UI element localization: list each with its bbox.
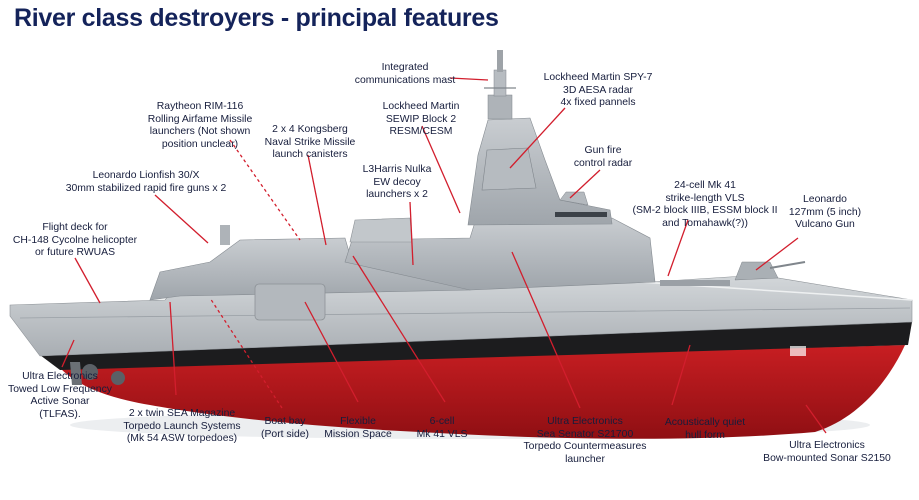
mast-upper [493, 69, 507, 97]
propeller-starboard [111, 371, 125, 385]
label-sea-sentor: Ultra Electronics Sea Senator S21700 Tor… [523, 416, 647, 465]
label-spy7: Lockheed Martin SPY-7 3D AESA radar 4x f… [543, 72, 653, 109]
mast-top [497, 50, 503, 72]
spy7-radar-face [481, 147, 537, 191]
label-vulcano: Leonardo 127mm (5 inch) Vulcano Gun [788, 194, 862, 231]
label-vls6: 6-cell Mk 41 VLS [416, 416, 468, 440]
mast-base [487, 94, 513, 120]
label-sewip: Lockheed Martin SEWIP Block 2 RESM/CESM [382, 101, 460, 138]
bridge-windows [555, 212, 607, 217]
label-nulka: L3Harris Nulka EW decoy launchers x 2 [362, 164, 432, 201]
bow-marking [790, 346, 806, 356]
rudder [70, 362, 82, 385]
label-lionfish: Leonardo Lionfish 30/X 30mm stabilized r… [65, 170, 227, 194]
page-title: River class destroyers - principal featu… [14, 4, 499, 32]
label-mission-space: Flexible Mission Space [324, 416, 392, 440]
mission-bay-door [254, 283, 326, 321]
propeller-port [82, 364, 98, 380]
label-flight-deck: Flight deck for CH-148 Cycolne helicopte… [12, 222, 138, 259]
funnel [349, 217, 413, 243]
gun-barrel [769, 261, 806, 269]
label-nsm: 2 x 4 Kongsberg Naval Strike Missile lau… [264, 124, 356, 161]
label-comm-mast: Integrated communications mast [354, 62, 456, 86]
label-bow-sonar: Ultra Electronics Bow-mounted Sonar S215… [763, 440, 891, 464]
label-torpedo: 2 x twin SEA Magazine Torpedo Launch Sys… [123, 408, 241, 445]
vls-deck [660, 280, 730, 286]
vulcano-gun-turret [734, 261, 779, 281]
label-boat-bay: Boat bay (Port side) [261, 416, 309, 440]
label-vls24: 24-cell Mk 41 strike-length VLS (SM-2 bl… [632, 180, 778, 229]
label-ram: Raytheon RIM-116 Rolling Airfame Missile… [147, 101, 253, 150]
label-hull-form: Acoustically quiet hull form [664, 417, 746, 441]
hull-crease [19, 307, 911, 319]
label-gun-fire-control: Gun fire control radar [573, 145, 633, 169]
label-tlfas: Ultra Electronics Towed Low Frequency Ac… [8, 371, 112, 420]
aft-mast [220, 225, 230, 245]
